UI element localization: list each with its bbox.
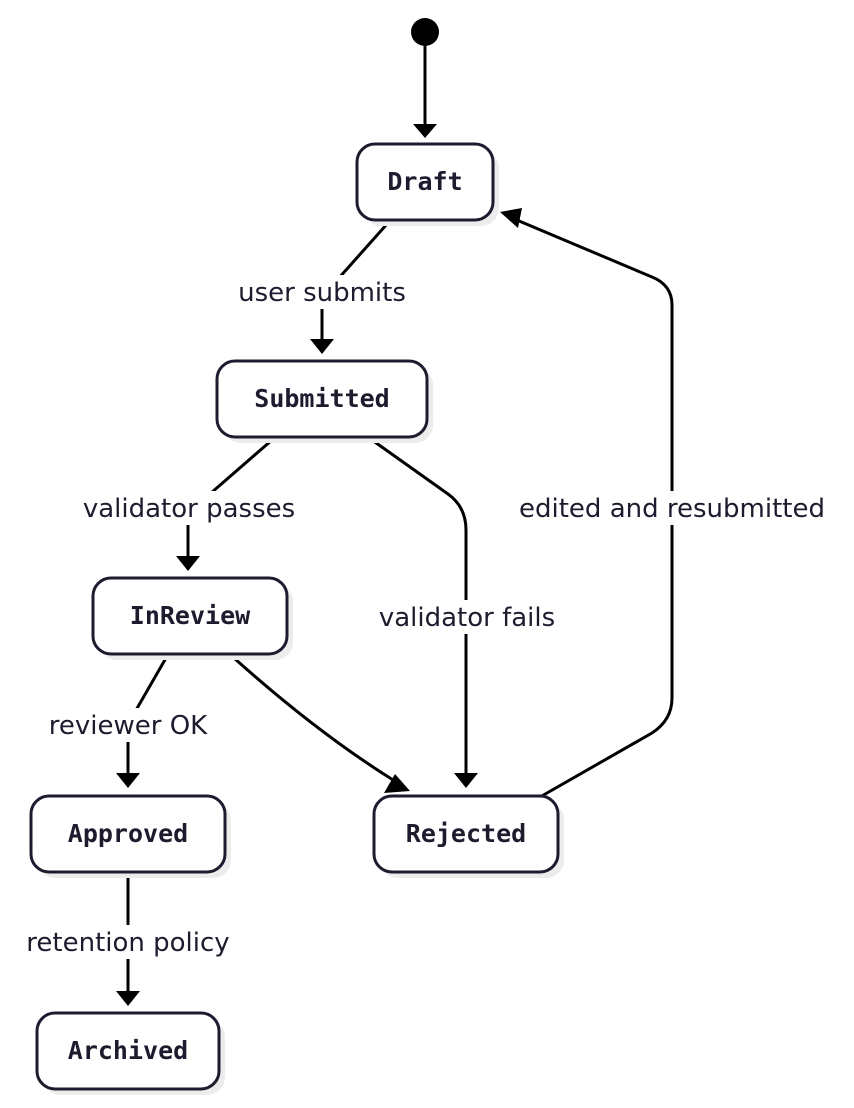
- state-approved-label: Approved: [68, 819, 188, 848]
- state-submitted-label: Submitted: [254, 384, 389, 413]
- state-approved: Approved: [29, 794, 231, 878]
- label-reviewer-ok-text: reviewer OK: [49, 711, 208, 741]
- label-retention-policy-text: retention policy: [26, 928, 229, 958]
- state-rejected: Rejected: [372, 794, 564, 878]
- state-draft-label: Draft: [387, 167, 462, 196]
- label-reviewer-ok: reviewer OK: [38, 708, 218, 742]
- state-draft: Draft: [355, 142, 499, 226]
- state-rejected-label: Rejected: [406, 819, 526, 848]
- state-archived: Archived: [35, 1011, 225, 1095]
- state-inreview: InReview: [91, 576, 293, 660]
- edge-start-to-draft: [413, 30, 437, 138]
- label-validator-passes-text: validator passes: [83, 494, 295, 524]
- label-retention-policy: retention policy: [12, 925, 244, 959]
- label-user-submits-text: user submits: [238, 278, 406, 308]
- label-user-submits: user submits: [222, 275, 422, 309]
- state-archived-label: Archived: [68, 1036, 188, 1065]
- state-submitted: Submitted: [215, 359, 433, 443]
- label-validator-fails-text: validator fails: [379, 603, 555, 633]
- initial-state-dot: [411, 18, 439, 46]
- state-inreview-label: InReview: [130, 601, 251, 630]
- label-validator-fails: validator fails: [362, 600, 572, 634]
- label-edited-and-resubmitted: edited and resubmitted: [502, 491, 842, 525]
- edge-inreview-to-rejected: [232, 656, 410, 793]
- label-validator-passes: validator passes: [66, 491, 312, 525]
- edge-submitted-to-rejected: [370, 438, 478, 788]
- label-edited-and-resubmitted-text: edited and resubmitted: [519, 494, 825, 524]
